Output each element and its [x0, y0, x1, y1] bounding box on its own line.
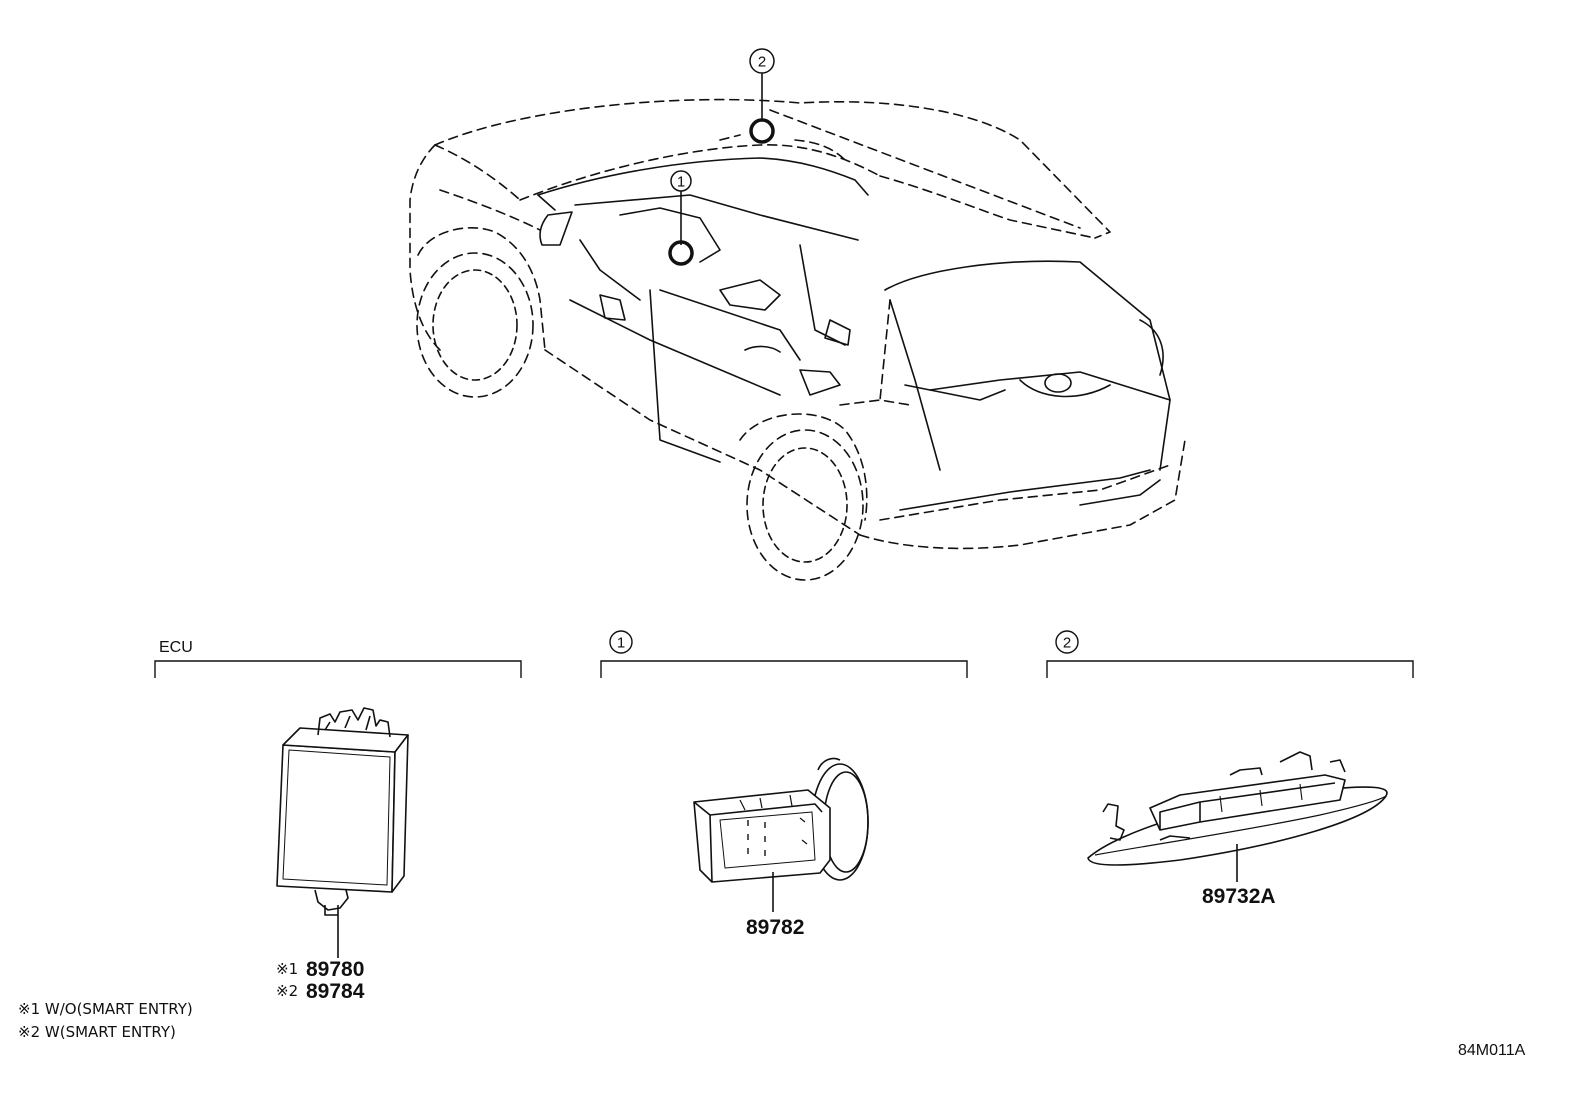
- ecu-part-label: ※1 89780 ※2 89784: [276, 958, 365, 1003]
- section-label-ecu: ECU: [159, 639, 193, 656]
- location-marker-2: [749, 118, 775, 144]
- section-marker-2: 2: [1063, 635, 1071, 652]
- footnote-2: ※2 W(SMART ENTRY): [18, 1023, 176, 1041]
- vehicle-callout-1-number: 1: [677, 174, 685, 191]
- footnote-1: ※1 W/O(SMART ENTRY): [18, 1000, 193, 1018]
- sensor-1-illustration: [693, 757, 869, 883]
- location-marker-1: [668, 240, 694, 266]
- vehicle-callout-2: 2: [749, 48, 775, 144]
- sensor-2-part-number: 89732A: [1202, 885, 1276, 908]
- vehicle-illustration: [409, 98, 1186, 581]
- vehicle-callout-1: 1: [668, 170, 694, 266]
- section-bracket-1: 1: [600, 630, 968, 678]
- diagram-code: 84M011A: [1458, 1042, 1526, 1059]
- ecu-module-illustration: [276, 707, 409, 916]
- section-bracket-ecu: ECU: [154, 639, 522, 678]
- sensor-1-part-number: 89782: [746, 916, 804, 939]
- vehicle-callout-2-number: 2: [758, 54, 766, 71]
- ecu-note2-mark: ※2: [276, 982, 298, 1000]
- ecu-part-number-2: 89784: [306, 980, 365, 1003]
- section-bracket-2: 2: [1046, 630, 1414, 678]
- section-marker-1: 1: [617, 635, 625, 652]
- sensor-2-illustration: [1087, 751, 1388, 866]
- ecu-part-number-1: 89780: [306, 958, 364, 981]
- ecu-note1-mark: ※1: [276, 960, 298, 978]
